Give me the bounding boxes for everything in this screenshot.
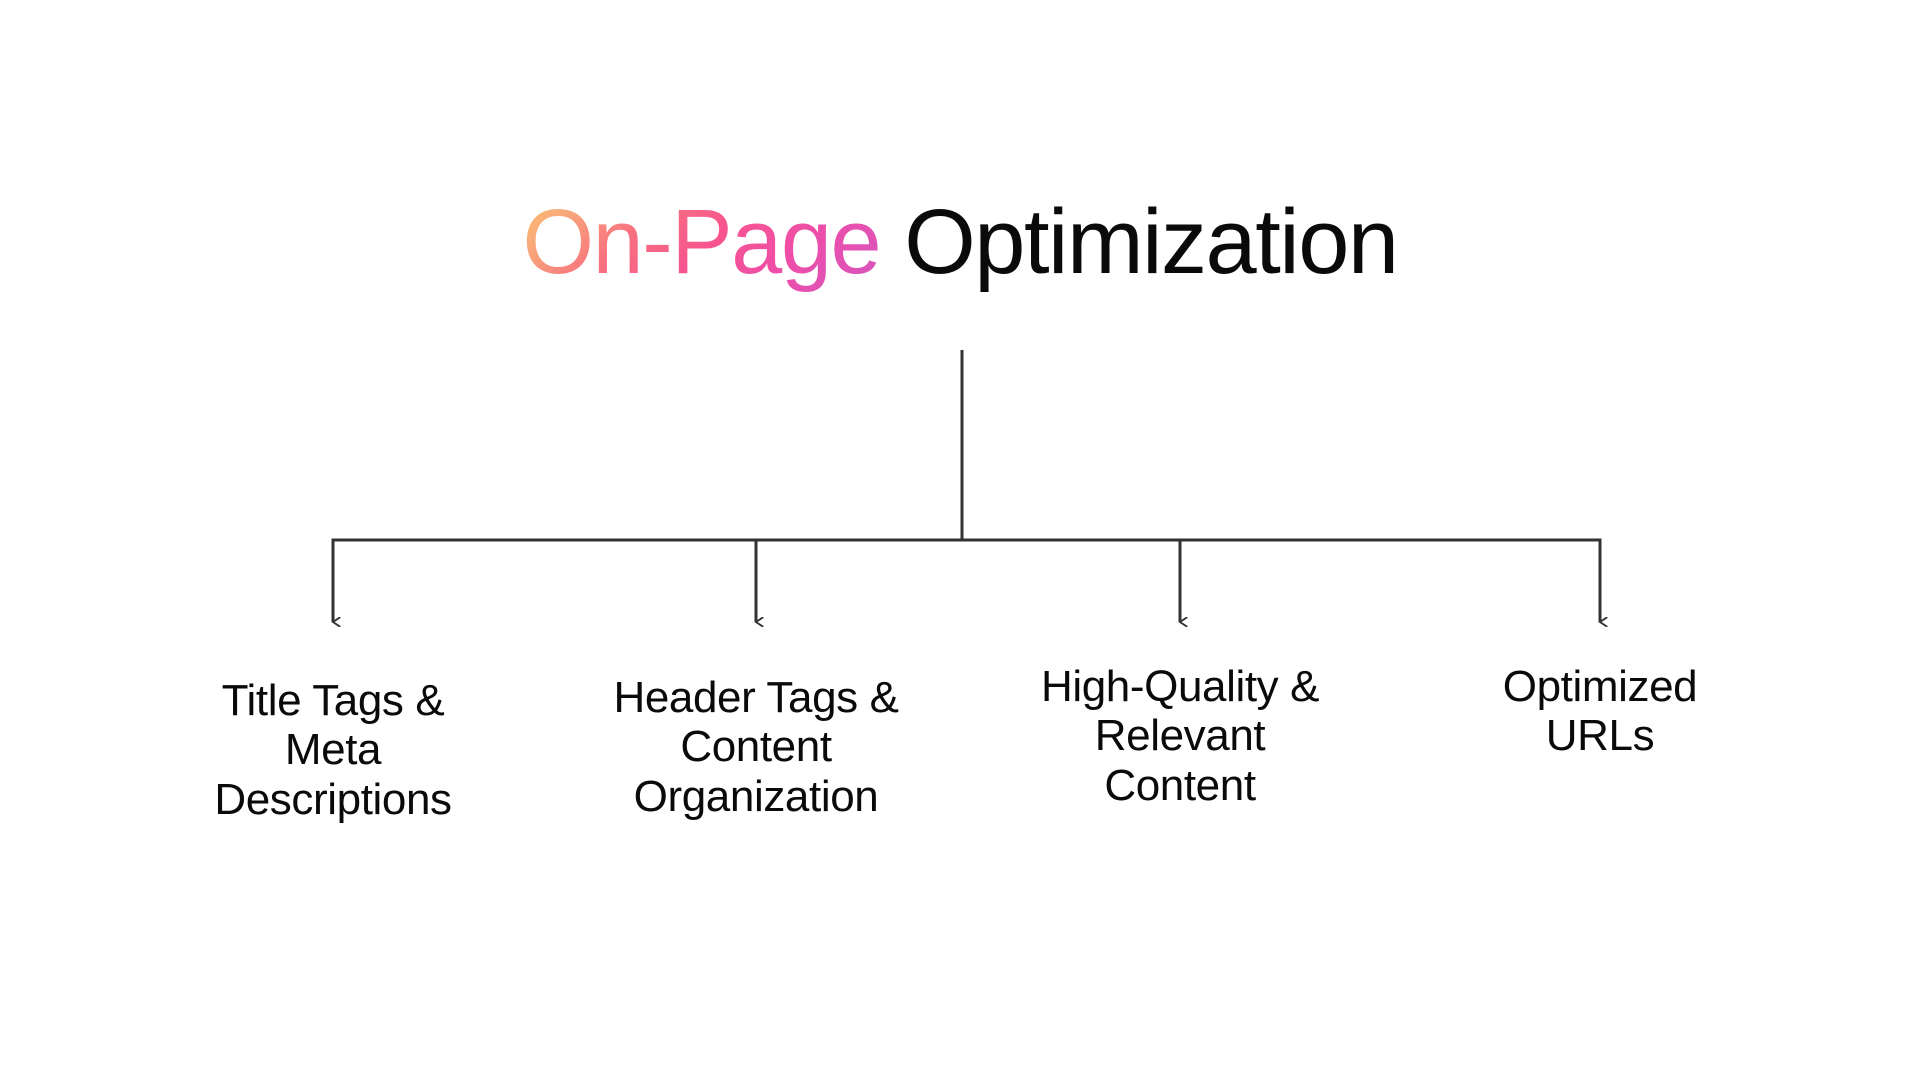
node-label-line: Content — [1104, 760, 1256, 810]
title-main-text: Optimization — [880, 191, 1399, 293]
node-label-line: Header Tags & — [613, 673, 899, 722]
node-title-tags-meta-descriptions: Title Tags & Meta Descriptions — [153, 676, 513, 824]
node-label-line: URLs — [1545, 711, 1655, 761]
node-label-line: Descriptions — [214, 774, 452, 824]
node-label-line: Meta — [284, 725, 382, 775]
node-label-line: Relevant — [1094, 711, 1266, 761]
diagram-title: On-Page Optimization — [0, 196, 1920, 288]
node-label-line: High-Quality & — [1040, 662, 1320, 711]
node-label-line: Content — [680, 722, 832, 772]
node-high-quality-relevant-content: High-Quality & Relevant Content — [1000, 662, 1360, 810]
node-header-tags-content-organization: Header Tags & Content Organization — [576, 673, 936, 821]
node-label-line: Title Tags & — [221, 676, 445, 725]
node-label-line: Organization — [633, 771, 879, 821]
node-optimized-urls: Optimized URLs — [1420, 662, 1780, 761]
node-label-line: Optimized — [1502, 662, 1698, 711]
title-accent-text: On-Page — [522, 191, 881, 293]
